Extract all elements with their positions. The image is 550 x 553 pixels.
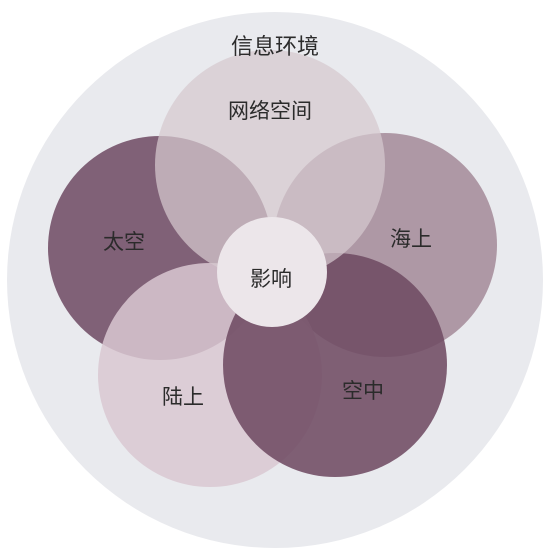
center-circle (217, 217, 327, 327)
land-label: 陆上 (162, 385, 204, 409)
environment-label: 信息环境 (231, 35, 319, 60)
air-label: 空中 (342, 379, 384, 403)
center-label: 影响 (250, 267, 292, 291)
sea-label: 海上 (390, 227, 432, 251)
space-label: 太空 (103, 230, 145, 254)
cyberspace-circle (155, 50, 385, 280)
domain-circles (48, 50, 497, 487)
cyberspace-label: 网络空间 (228, 99, 312, 123)
